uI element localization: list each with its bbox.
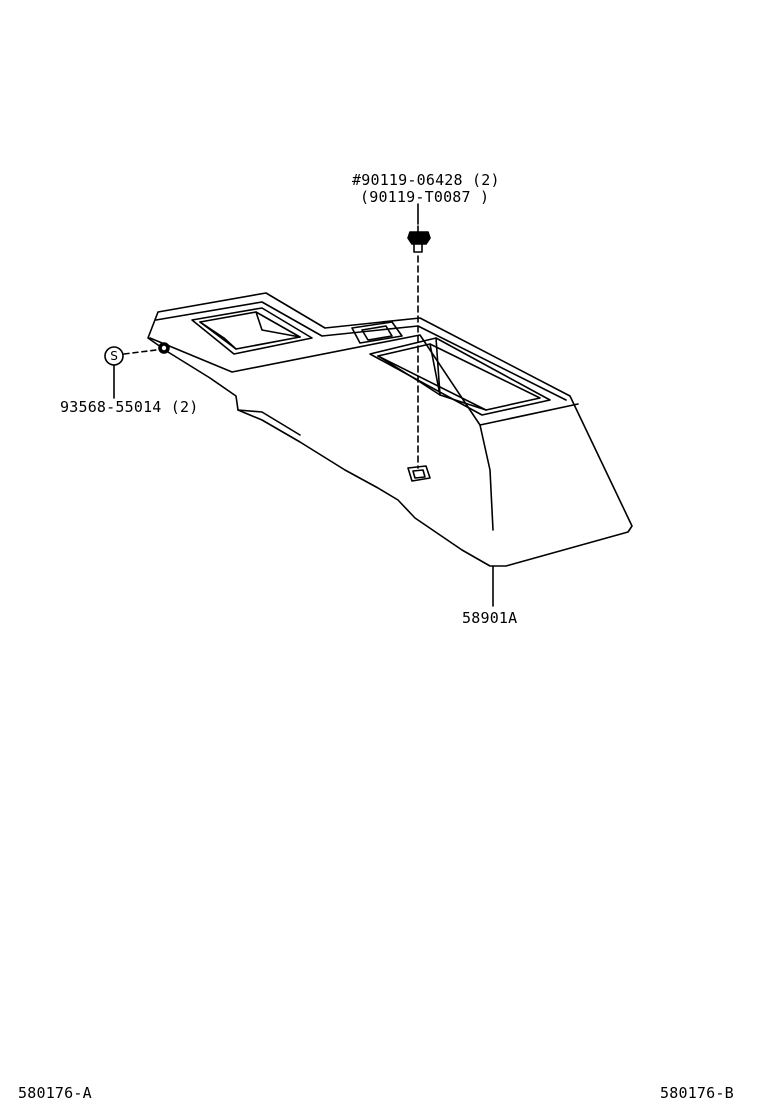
screw-icon: [123, 342, 170, 355]
figure-code-right: 580176-B: [660, 1084, 734, 1102]
console-part-number: 58901A: [462, 609, 518, 627]
screw-part-number: 93568-55014 (2): [60, 398, 199, 416]
bolt-part-number: #90119-06428 (2): [352, 171, 500, 189]
console-box-icon: [147, 292, 633, 567]
screw-symbol-label: S: [110, 349, 118, 363]
bolt-alternate-part-number: (90119-T0087 ): [360, 188, 490, 206]
figure-code-left: 580176-A: [18, 1084, 92, 1102]
bolt-icon: [407, 203, 431, 469]
